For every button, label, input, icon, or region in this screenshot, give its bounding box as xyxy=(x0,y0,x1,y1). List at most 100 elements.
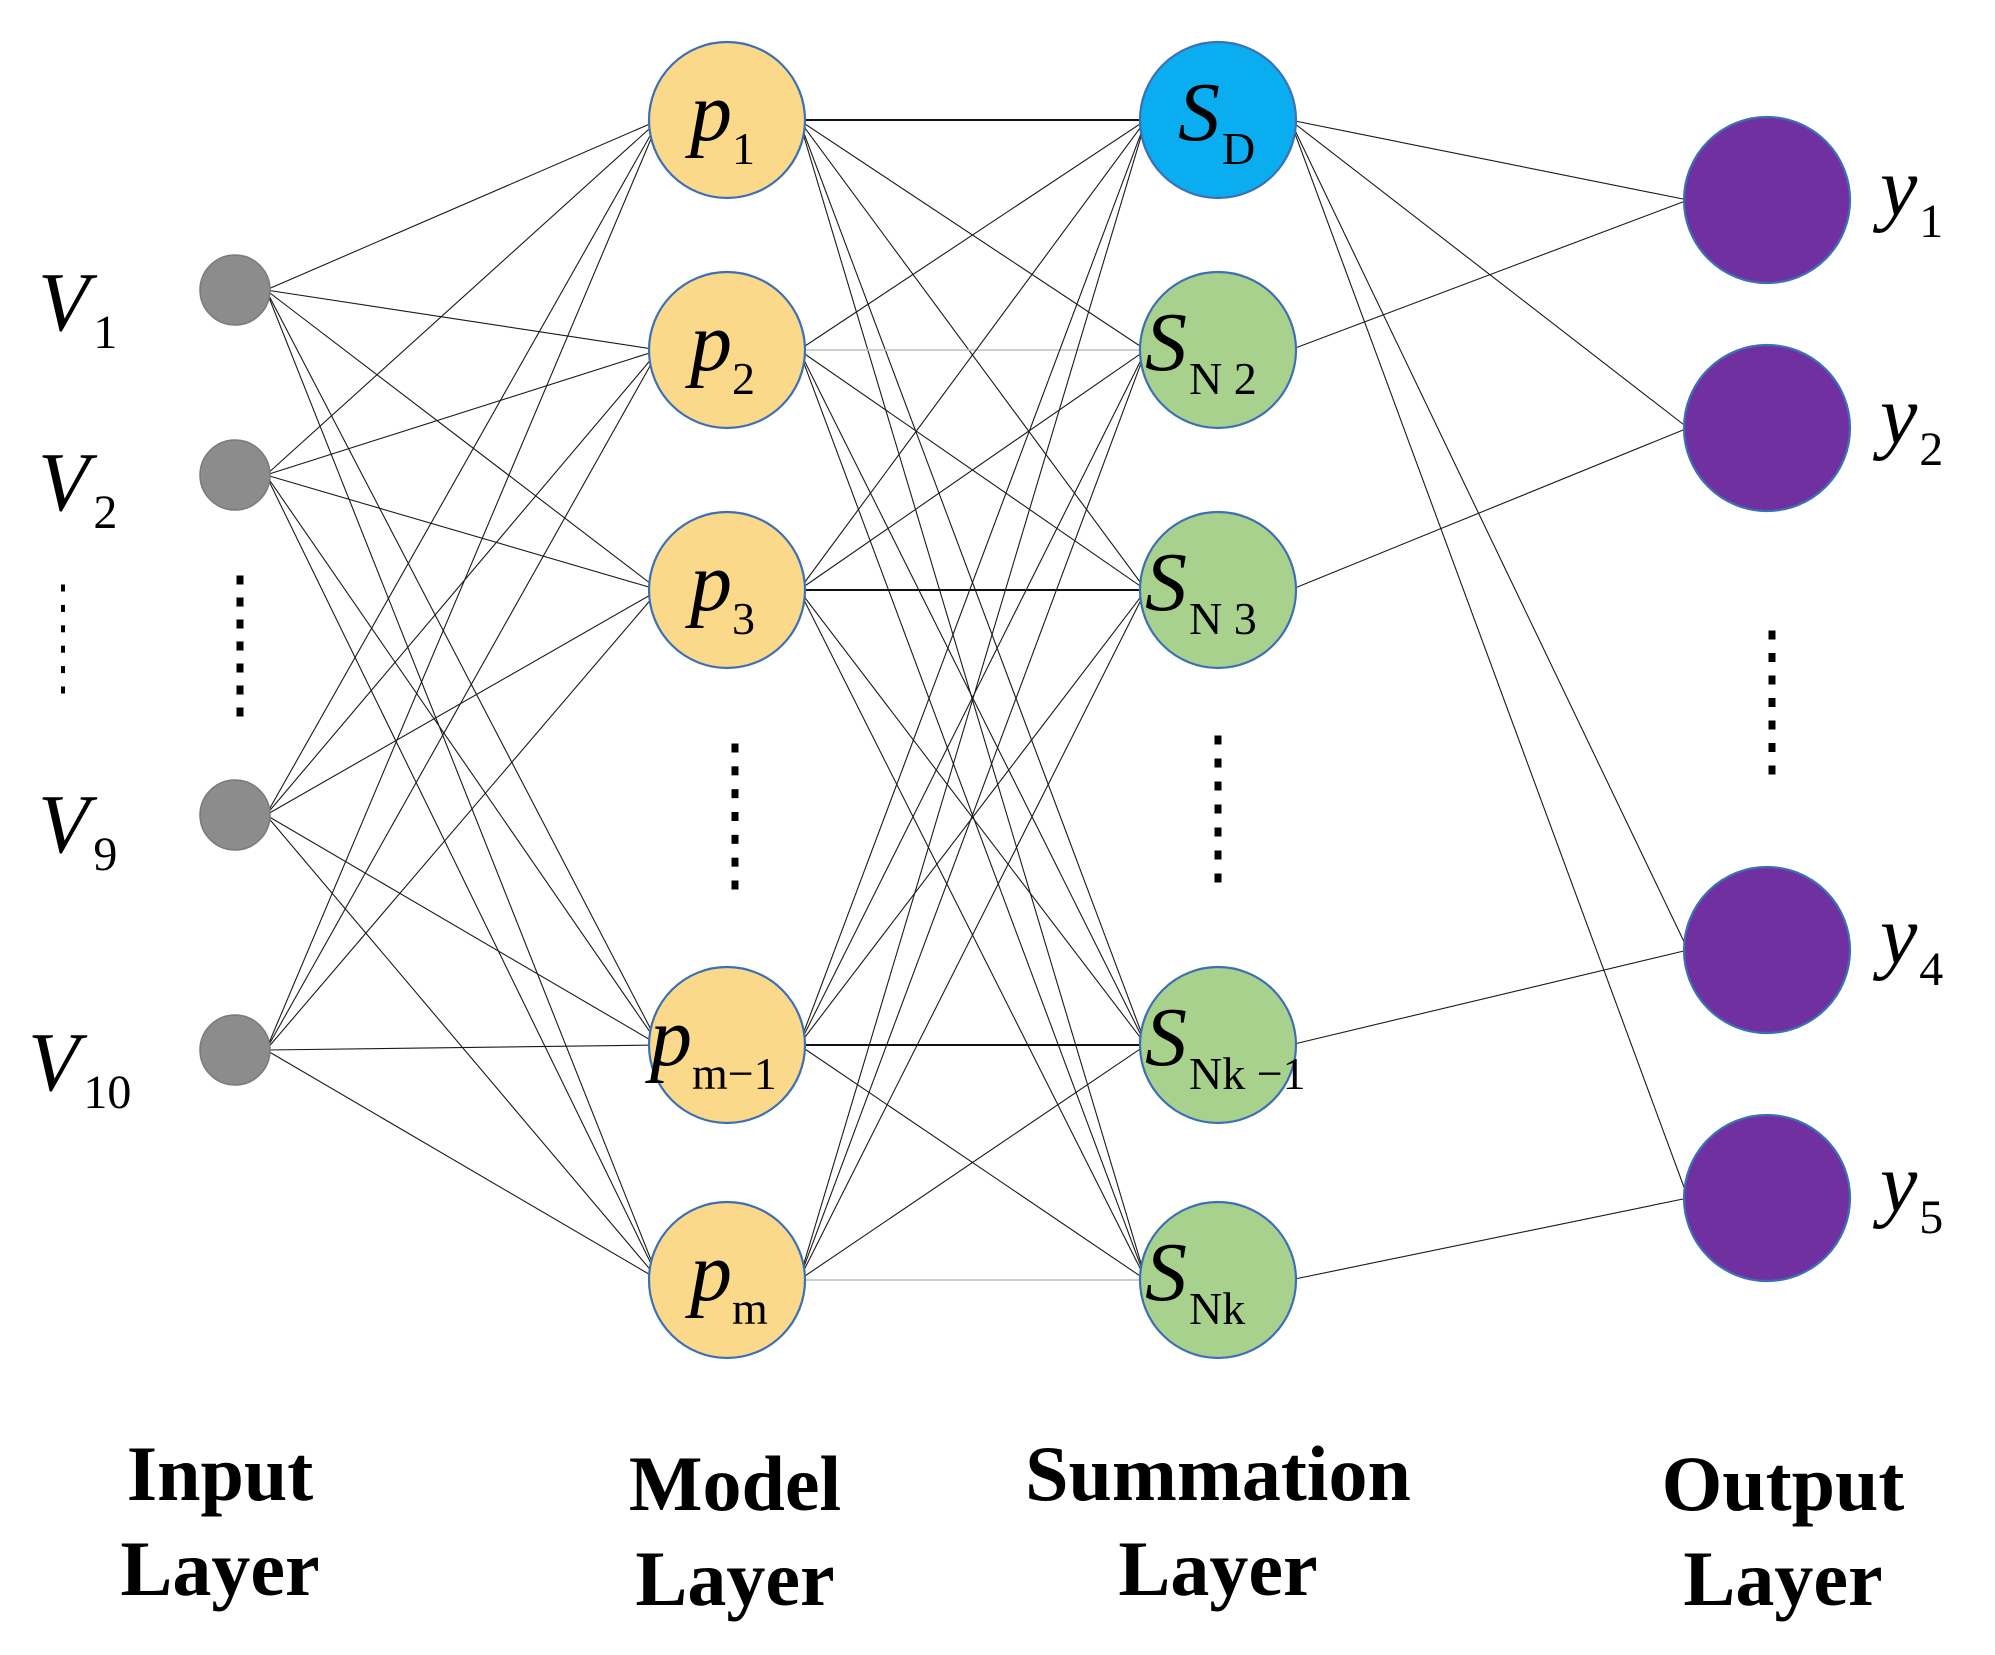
model-node xyxy=(647,270,807,430)
input-label-0-main: V xyxy=(38,256,98,349)
edge-model-summation xyxy=(798,349,1147,1046)
edge-input-model xyxy=(265,1044,660,1051)
edge-sd-output xyxy=(1289,119,1689,1199)
model-label-0: p1 xyxy=(685,66,755,174)
input-label-3-sub: 10 xyxy=(83,1066,131,1119)
edge-input-model xyxy=(265,119,660,816)
edge-input-model xyxy=(265,814,660,1046)
summation-n-node xyxy=(1138,510,1298,670)
summation-d-node xyxy=(1138,40,1298,200)
summation-label-1-sub: N 2 xyxy=(1189,353,1257,404)
input-node xyxy=(199,1014,271,1086)
ellipsis-dot-input xyxy=(236,575,244,585)
input-layer-title-line1: Input xyxy=(127,1430,313,1517)
ellipsis-dot-summation xyxy=(1214,735,1222,745)
edge-input-model xyxy=(265,1049,660,1281)
edge-input-model xyxy=(265,289,660,351)
model-label-0-sub: 1 xyxy=(732,123,755,174)
model-label-2-main: p xyxy=(685,536,732,629)
ellipsis-dot-summation xyxy=(1214,873,1222,883)
edge-input-model xyxy=(265,474,660,1046)
edge-sn-output xyxy=(1289,427,1689,591)
edge-model-summation xyxy=(798,349,1147,1281)
ellipsis-dot-input-labels xyxy=(61,666,65,674)
network-nodes xyxy=(199,40,1852,1360)
input-layer-title-line2: Layer xyxy=(120,1525,319,1612)
edge-model-summation xyxy=(798,119,1147,1281)
output-label-2: y4 xyxy=(1872,889,1943,996)
edge-model-summation xyxy=(798,589,1147,1281)
summation-n-node xyxy=(1138,270,1298,430)
summation-label-1-main: S xyxy=(1145,296,1187,389)
ellipsis-dot-output xyxy=(1768,630,1776,640)
output-node xyxy=(1682,1113,1852,1283)
summation-label-3-main: S xyxy=(1145,991,1187,1084)
summation-layer-title-line1: Summation xyxy=(1025,1430,1411,1517)
ellipsis-dot-summation xyxy=(1214,827,1222,837)
ellipsis-dot-output xyxy=(1768,743,1776,752)
ellipsis-dot-input-labels xyxy=(61,584,65,592)
ellipsis-dot-output xyxy=(1768,698,1776,707)
output-label-0: y1 xyxy=(1872,141,1943,248)
output-label-3-main: y xyxy=(1872,1137,1918,1230)
summation-n-node xyxy=(1138,1200,1298,1360)
ellipsis-dot-input xyxy=(236,641,244,651)
ellipsis-dot-model xyxy=(731,812,739,821)
summation-layer-title-line2: Layer xyxy=(1118,1525,1317,1612)
edge-input-model xyxy=(265,289,660,1281)
edge-input-model xyxy=(265,119,660,476)
input-label-0-sub: 1 xyxy=(93,306,117,359)
ellipsis-dot-input-labels xyxy=(61,604,65,612)
model-node xyxy=(647,510,807,670)
edge-input-model xyxy=(265,589,660,816)
edge-model-summation xyxy=(798,119,1147,351)
ellipsis-dot-input-labels xyxy=(61,686,65,694)
output-label-0-main: y xyxy=(1872,141,1918,234)
output-label-0-sub: 1 xyxy=(1919,195,1943,248)
ellipsis-dot-model xyxy=(731,880,739,890)
output-label-1-sub: 2 xyxy=(1919,423,1943,476)
input-label-3-main: V xyxy=(28,1016,88,1109)
model-node xyxy=(647,40,807,200)
input-label-1-sub: 2 xyxy=(93,486,117,539)
model-node xyxy=(647,1200,807,1360)
ellipsis-dot-input-labels xyxy=(61,645,65,653)
ellipsis-dot-summation xyxy=(1214,781,1222,791)
output-label-2-main: y xyxy=(1872,889,1918,982)
input-label-2: V9 xyxy=(38,778,117,881)
summation-label-4-main: S xyxy=(1145,1226,1187,1319)
edge-sd-output xyxy=(1289,119,1689,951)
model-label-4: pm xyxy=(685,1226,768,1334)
input-label-3: V10 xyxy=(28,1016,131,1119)
ellipsis-dot-output xyxy=(1768,720,1776,730)
ellipsis-dot-input xyxy=(236,707,244,717)
model-label-4-main: p xyxy=(685,1226,732,1319)
ellipsis-dot-summation xyxy=(1214,804,1222,814)
ellipsis-dot-output xyxy=(1768,675,1776,685)
summation-label-3-sub: Nk −1 xyxy=(1189,1048,1306,1099)
input-node xyxy=(199,779,271,851)
ellipsis-dot-input xyxy=(236,663,244,673)
model-label-4-sub: m xyxy=(732,1283,768,1334)
input-label-2-sub: 9 xyxy=(93,828,117,881)
model-layer-title-line2: Layer xyxy=(635,1535,834,1622)
model-label-1-main: p xyxy=(685,296,732,389)
output-layer-title-line2: Layer xyxy=(1683,1535,1882,1622)
edge-model-summation xyxy=(798,589,1147,1046)
input-node xyxy=(199,254,271,326)
output-label-2-sub: 4 xyxy=(1919,943,1943,996)
ellipsis-dot-input xyxy=(236,619,244,629)
layer-titles: Input Layer Model Layer Summation Layer … xyxy=(120,1430,1904,1622)
summation-n-node xyxy=(1138,965,1298,1125)
ellipsis-dot-input xyxy=(236,597,244,607)
model-label-1: p2 xyxy=(685,296,755,404)
model-label-3: pm−1 xyxy=(645,991,777,1099)
summation-label-0: SD xyxy=(1178,66,1255,174)
edge-input-model xyxy=(265,349,660,476)
model-node xyxy=(647,965,807,1125)
edge-input-model xyxy=(265,474,660,1281)
model-label-1-sub: 2 xyxy=(732,353,755,404)
summation-label-2: SN 3 xyxy=(1145,536,1257,644)
ellipsis-dots xyxy=(61,575,1776,890)
